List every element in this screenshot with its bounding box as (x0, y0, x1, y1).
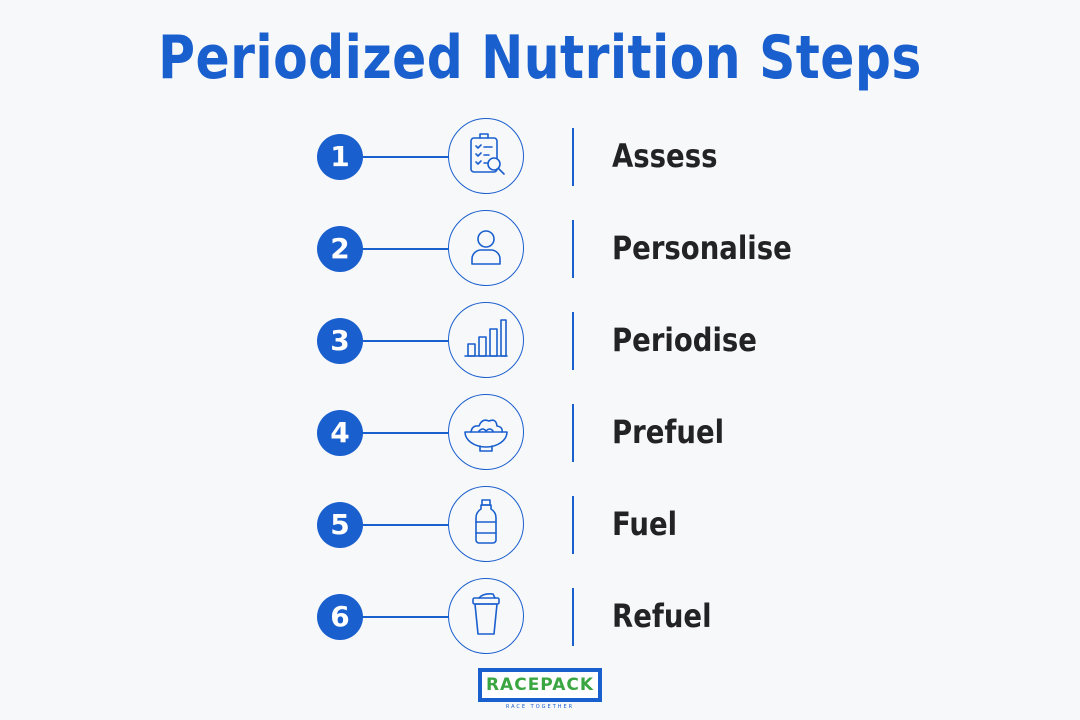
step-icon-circle (448, 210, 524, 286)
step-number-badge: 2 (317, 226, 363, 272)
step-connector-line (362, 432, 450, 434)
bar-chart-icon (464, 319, 508, 357)
step-label: Fuel (612, 505, 678, 543)
water-bottle-icon (475, 499, 497, 544)
shaker-cup-icon (472, 593, 500, 635)
step-icon-circle (448, 486, 524, 562)
page-title: Periodized Nutrition Steps (158, 23, 922, 93)
step-number-badge: 6 (317, 594, 363, 640)
step-divider (572, 220, 574, 278)
step-icon-circle (448, 302, 524, 378)
step-divider (572, 588, 574, 646)
step-2: 2 Personalise (0, 206, 1080, 292)
logo-wordmark: RACEPACK (485, 675, 595, 695)
step-number-badge: 1 (317, 134, 363, 180)
step-label: Personalise (612, 229, 792, 267)
step-label: Assess (612, 137, 718, 175)
step-icon-circle (448, 118, 524, 194)
step-icon-circle (448, 394, 524, 470)
step-1: 1 Assess (0, 114, 1080, 200)
step-number-badge: 5 (317, 502, 363, 548)
step-number-badge: 4 (317, 410, 363, 456)
step-3: 3 Periodise (0, 298, 1080, 384)
step-divider (572, 128, 574, 186)
step-divider (572, 496, 574, 554)
step-connector-line (362, 248, 450, 250)
step-connector-line (362, 156, 450, 158)
step-number-badge: 3 (317, 318, 363, 364)
step-connector-line (362, 524, 450, 526)
step-label: Refuel (612, 597, 712, 635)
step-label: Prefuel (612, 413, 725, 451)
food-bowl-icon (464, 419, 508, 452)
step-connector-line (362, 616, 450, 618)
step-connector-line (362, 340, 450, 342)
step-divider (572, 404, 574, 462)
step-label: Periodise (612, 321, 757, 359)
step-6: 6 Refuel (0, 574, 1080, 660)
step-5: 5 Fuel (0, 482, 1080, 568)
step-divider (572, 312, 574, 370)
logo-tagline: RACE TOGETHER (505, 704, 575, 710)
clipboard-search-icon (470, 133, 505, 175)
step-4: 4 Prefuel (0, 390, 1080, 476)
step-icon-circle (448, 578, 524, 654)
racepack-logo: RACEPACK (478, 668, 602, 702)
person-icon (471, 230, 501, 265)
